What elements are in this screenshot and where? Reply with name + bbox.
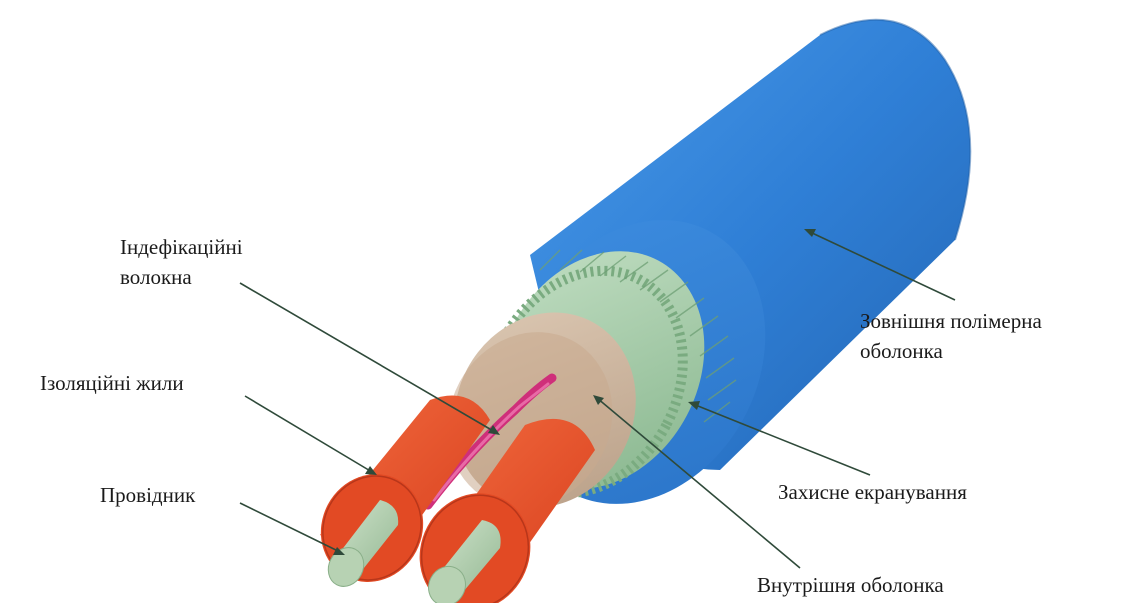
label-outer-jacket: Зовнішня полімерна оболонка xyxy=(860,306,1042,366)
leader-insulated-cores xyxy=(245,396,372,472)
label-insulated-cores: Ізоляційні жили xyxy=(40,368,184,398)
label-identification-fibers: Індефікаційні волокна xyxy=(120,232,243,292)
label-outer-jacket-line1: Зовнішня полімерна xyxy=(860,306,1042,336)
label-inner-sheath: Внутрішня оболонка xyxy=(757,570,944,600)
label-identification-fibers-line1: Індефікаційні xyxy=(120,232,243,262)
leader-identification-fibers xyxy=(240,283,495,432)
label-outer-jacket-line2: оболонка xyxy=(860,336,1042,366)
label-identification-fibers-line2: волокна xyxy=(120,262,243,292)
label-conductor: Провідник xyxy=(100,480,195,510)
label-protective-shielding: Захисне екранування xyxy=(778,477,967,507)
